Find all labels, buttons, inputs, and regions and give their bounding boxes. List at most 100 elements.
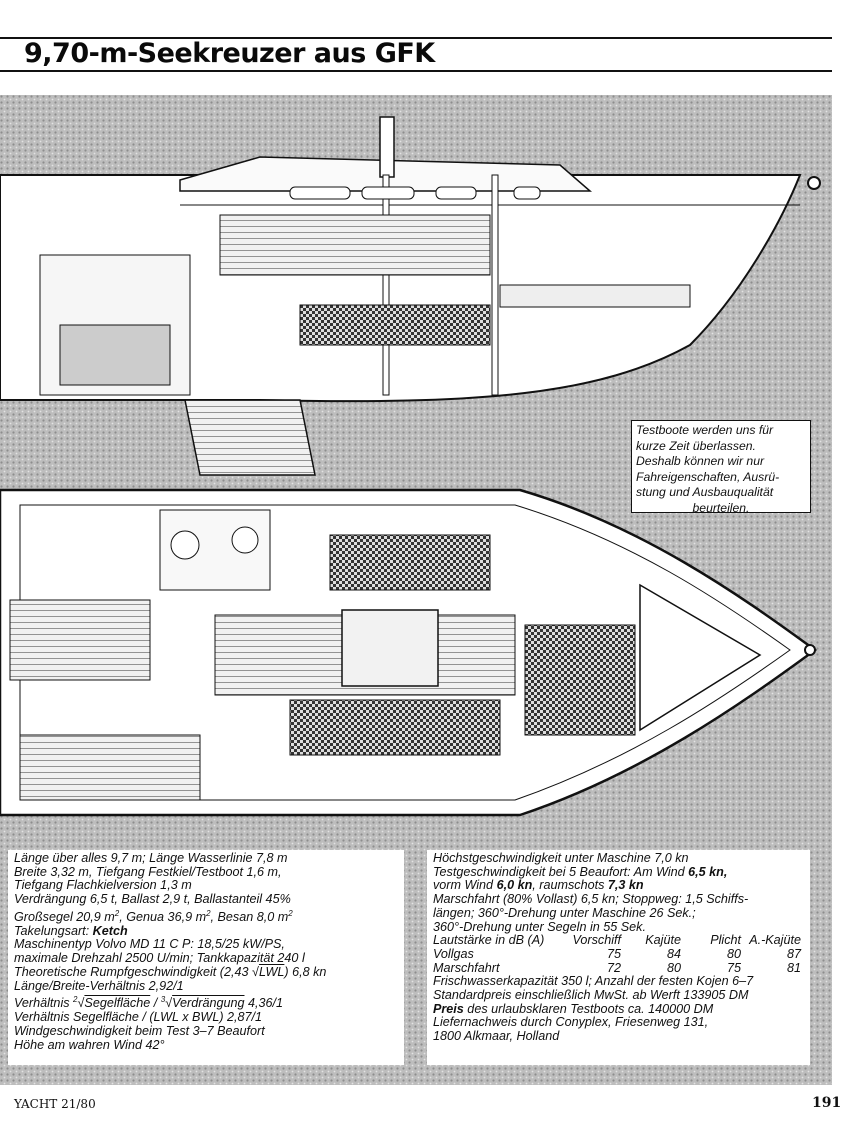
noise-table-header: Lautstärke in dB (A) Vorschiff Kajüte Pl… [433,934,804,948]
superscript: 2 [114,908,120,918]
spec-line: Testgeschwindigkeit bei 5 Beaufort: Am W… [433,864,804,880]
spec-line: 360°-Drehung unter Segeln in 55 Sek. [433,919,646,934]
spec-line: Theoretische Rumpfgeschwindigkeit (2,43 … [14,964,398,980]
root-sign: √ [165,996,173,1011]
spec-line: Verdrängung 6,5 t, Ballast 2,9 t, Ballas… [14,892,291,907]
noise-table-row: Marschfahrt 72 80 75 81 [433,960,804,976]
portlight [361,186,415,200]
note-line: Deshalb können wir nur [636,454,765,468]
spec-part: LWL [258,964,285,979]
deck-plan [0,488,818,817]
note-line: Testboote werden uns für [636,423,774,437]
spec-line: Standardpreis einschließlich MwSt. ab We… [433,988,749,1003]
root-sign: √ [252,964,259,979]
spec-line: Preis des urlaubsklaren Testboots ca. 14… [433,1001,804,1017]
side-profile [0,116,821,476]
noise-cell: 80 [666,960,681,975]
spec-part: Takelungsart: [14,923,93,938]
spec-part: 4,36/1 [244,996,283,1011]
noise-header-cell: Lautstärke in dB (A) [433,933,545,948]
noise-table-row: Vollgas 75 84 80 87 [433,946,804,962]
spec-part: 6,5 kn, [688,864,728,879]
noise-header-cell: Kajüte [645,933,681,948]
bench [299,304,491,346]
engine [59,324,171,386]
spec-part: , Besan 8,0 m [210,910,289,924]
spec-line: Höchstgeschwindigkeit unter Maschine 7,0… [433,851,689,865]
noise-cell: 75 [606,946,621,961]
spec-line: Breite 3,32 m, Tiefgang Festkiel/Testboo… [14,864,282,879]
bow-fitting [804,644,816,656]
spec-part: Verdrängung [172,996,245,1011]
noise-cell: Vollgas [433,946,474,961]
page-title: 9,70-m-Seekreuzer aus GFK [24,38,435,69]
portlight [513,186,541,200]
noise-header-cell: Vorschiff [572,933,621,948]
note-line: beurteilen. [692,500,750,515]
spec-line: vorm Wind 6,0 kn, raumschots 7,3 kn [433,879,804,893]
saloon-settee [329,534,491,591]
spec-part: vorm Wind [433,878,497,893]
noise-header-cell: Plicht [710,933,741,948]
stove [170,530,200,560]
spec-part: ) 6,8 kn [284,964,327,979]
mast-stub [379,116,395,178]
spec-line: maximale Drehzahl 2500 U/min; Tankkapazi… [14,951,305,966]
spec-line: Liefernachweis durch Conyplex, Friesenwe… [433,1015,709,1030]
spec-line: Länge/Breite-Verhältnis 2,92/1 [14,978,184,993]
keel [184,399,316,476]
note-line: kurze Zeit überlassen. [636,438,756,453]
forepeak [639,583,762,732]
spec-part: Ketch [92,923,128,938]
noise-cell: 75 [726,960,741,975]
portlight [435,186,477,200]
spec-line: Höhe am wahren Wind 42° [14,1037,165,1052]
spec-part: Verhältnis [14,996,74,1011]
title-underline [0,70,832,72]
hull-profile [0,174,802,403]
spec-line: längen; 360°-Drehung unter Maschine 26 S… [433,905,696,920]
spec-line: Länge über alles 9,7 m; Länge Wasserlini… [14,851,288,865]
spec-line: Windgeschwindigkeit beim Test 3–7 Beaufo… [14,1023,265,1038]
spec-part: / [150,996,161,1011]
spec-part: Preis [433,1001,464,1016]
spec-line: 1800 Alkmaar, Holland [433,1029,560,1044]
test-boat-note: Testboote werden uns für kurze Zeit über… [631,420,811,515]
saloon-table [341,609,439,687]
forward-berth [524,624,636,736]
specs-left-panel: Länge über alles 9,7 m; Länge Wasserlini… [8,850,404,1065]
top-rule [0,37,832,39]
spec-line: Tiefgang Flachkielversion 1,3 m [14,878,192,893]
spec-line: Verhältnis Segelfläche / (LWL x BWL) 2,8… [14,1010,263,1025]
noise-cell: Marschfahrt [433,960,500,975]
noise-cell: 80 [726,946,741,961]
spec-line: Frischwasserkapazität 350 l; Anzahl der … [433,974,754,989]
root-sign: √ [77,996,85,1011]
spec-part: 7,3 kn [607,878,644,893]
noise-header-cell: A.-Kajüte [749,933,801,948]
spec-line: Takelungsart: Ketch [14,923,398,939]
superscript: 2 [288,908,293,918]
bow-fitting [807,176,821,190]
spec-part: , raumschots [532,878,608,893]
superscript: 3 [160,995,166,1005]
spec-part: Testgeschwindigkeit bei 5 Beaufort: Am W… [433,864,689,879]
spec-part: , Genua 36,9 m [119,910,207,924]
footer-magazine: YACHT 21/80 [14,1097,96,1111]
noise-cell: 81 [786,960,801,975]
footer-page-number: 191 [812,1095,842,1111]
spec-line: Großsegel 20,9 m2, Genua 36,9 m2, Besan … [14,907,398,925]
noise-cell: 72 [606,960,621,975]
noise-cell: 87 [786,946,801,961]
saloon-settee [289,699,501,756]
spec-part: Großsegel 20,9 m [14,910,115,924]
spec-line: Marschfahrt (80% Vollast) 6,5 kn; Stoppw… [433,892,749,907]
note-line: Fahreigenschaften, Ausrü- [636,469,780,484]
spec-part: Theoretische Rumpfgeschwindigkeit (2,43 [14,964,253,979]
spec-line: Verhältnis 2√Segelfläche / 3√Verdrängung… [14,993,398,1011]
spec-line: Maschinentyp Volvo MD 11 C P: 18,5/25 kW… [14,937,285,952]
spec-part: des urlaubsklaren Testboots ca. 140000 D… [463,1001,714,1016]
note-line: stung und Ausbauqualität [636,485,774,499]
cockpit [9,599,151,681]
specs-right-panel: Höchstgeschwindigkeit unter Maschine 7,0… [427,850,810,1065]
